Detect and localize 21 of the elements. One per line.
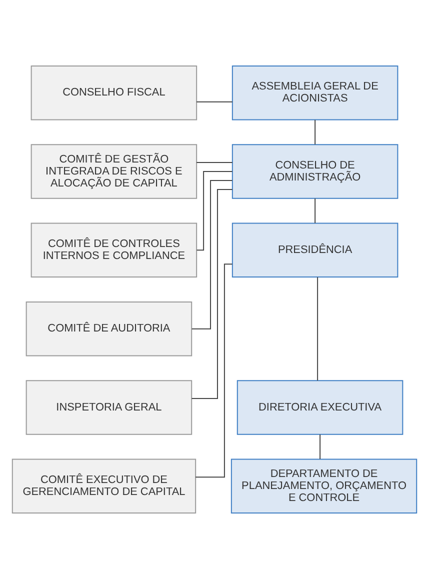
node-box: DIRETORIA EXECUTIVA xyxy=(236,380,404,435)
connector xyxy=(191,188,233,400)
connector xyxy=(191,180,233,330)
node-box: COMITÊ DE CONTROLES INTERNOS E COMPLIANCE xyxy=(30,222,198,278)
node-box: CONSELHO DE ADMINISTRAÇÃO xyxy=(232,144,398,199)
node-box: ASSEMBLEIA GERAL DE ACIONISTAS xyxy=(232,65,398,120)
node-box: CONSELHO FISCAL xyxy=(30,65,198,120)
node-box: COMITÊ EXECUTIVO DE GERENCIAMENTO DE CAPITAL xyxy=(12,458,196,514)
node-box: PRESIDÊNCIA xyxy=(232,222,398,278)
connector xyxy=(314,198,316,224)
node-box: COMITÊ DE AUDITORIA xyxy=(26,301,192,356)
connector xyxy=(196,171,233,251)
node-box: DEPARTAMENTO DE PLANEJAMENTO, ORÇAMENTO E CONTROLE xyxy=(230,458,418,514)
connector xyxy=(320,434,321,460)
connector xyxy=(196,162,233,164)
connector xyxy=(196,101,233,102)
connector xyxy=(314,119,316,145)
node-box: INSPETORIA GERAL xyxy=(26,380,192,435)
node-box: COMITÊ DE GESTÃO INTEGRADA DE RISCOS E ALOCAÇÃO DE CAPITAL xyxy=(30,144,198,199)
connector xyxy=(317,276,318,382)
connector xyxy=(195,264,233,478)
